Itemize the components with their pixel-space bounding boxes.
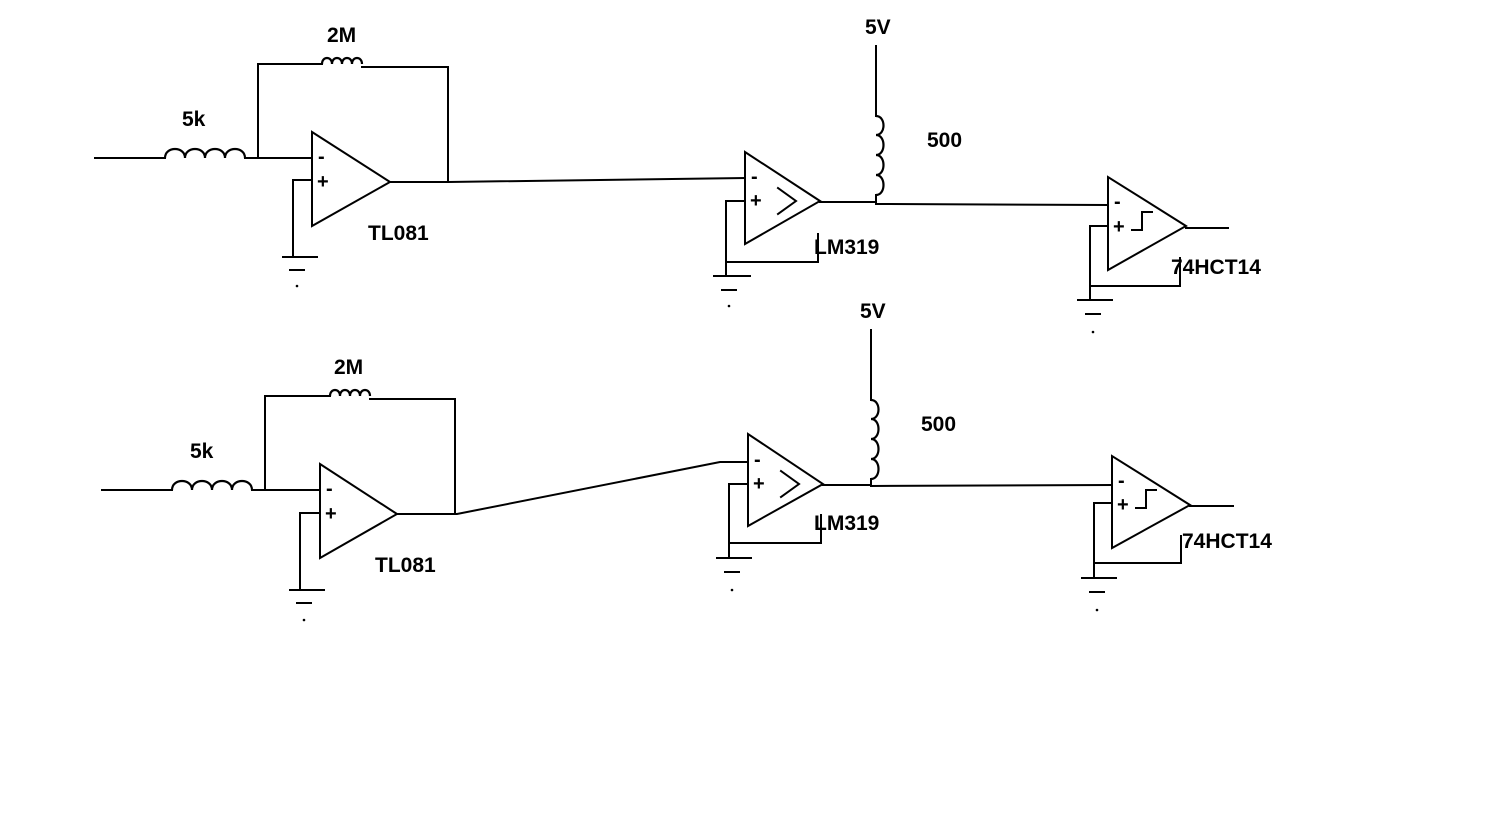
schmitt-label: 74HCT14 [1182,530,1272,553]
schmitt-plus-sign: + [1117,494,1129,516]
comparator-symbol [779,469,801,499]
lm319-comparator [747,432,825,528]
comparator-plus-sign: + [753,473,765,495]
schmitt-input-ground-wire [1093,502,1182,579]
comparator-label: LM319 [814,512,879,535]
comparator-ground-wire [728,483,749,559]
stage1-output-wire [389,176,747,183]
comparator-feedback-wire [728,514,822,544]
comparator-output-wire [822,478,1114,488]
ground-icon [713,275,751,308]
supply-label: 5V [860,300,886,323]
schmitt-plus-sign: + [1113,216,1125,238]
stage1-opamp-label: TL081 [375,554,436,577]
circuit-1: - + TL081 5k 2M - + LM319 5V 500 [94,16,1261,334]
input-resistor-5k [163,147,247,159]
opamp-plus-sign: + [325,503,337,525]
schmitt-trigger-74hct14 [1107,175,1188,272]
opamp-minus-sign: - [326,478,333,500]
comparator-plus-sign: + [750,190,762,212]
feedback-wire-right [369,398,456,515]
pullup-resistor-500 [875,114,885,197]
stage1-opamp-label: TL081 [368,222,429,245]
noninverting-ground-wire [292,179,313,258]
lm319-comparator [744,150,822,246]
opamp-minus-sign: - [318,146,325,168]
ground-icon [1081,577,1117,612]
comparator-label: LM319 [814,236,879,259]
noninverting-ground-wire [299,512,321,591]
comparator-symbol [776,186,798,216]
opamp-plus-sign: + [317,171,329,193]
comparator-ground-wire [725,200,746,277]
comparator-minus-sign: - [751,166,758,188]
feedback-resistor-2m [328,388,372,397]
comparator-output-wire [819,194,1110,207]
input-resistor-label: 5k [182,108,206,131]
ground-icon [289,589,325,622]
stage1-output-wire [396,461,749,515]
schmitt-label: 74HCT14 [1171,256,1261,279]
feedback-resistor-label: 2M [327,24,356,47]
comparator-minus-sign: - [754,449,761,471]
ground-icon [1077,299,1113,334]
ground-icon [716,557,752,592]
feedback-resistor-label: 2M [334,356,363,379]
circuit-2: - + TL081 5k 2M - + LM319 5V 500 - + [101,300,1272,622]
feedback-wire-right [361,66,449,183]
schmitt-minus-sign: - [1114,191,1121,213]
schmitt-input-ground-wire [1089,225,1181,301]
pullup-label: 500 [921,413,956,436]
hysteresis-symbol [1135,489,1157,509]
pullup-resistor-500 [870,398,880,481]
feedback-wire-left [264,395,331,491]
hysteresis-symbol [1131,211,1153,231]
feedback-wire-left [257,63,323,159]
comparator-feedback-wire [725,200,819,263]
tl081-opamp [319,462,399,560]
schmitt-minus-sign: - [1118,470,1125,492]
input-resistor-5k [170,479,254,491]
pullup-label: 500 [927,129,962,152]
supply-label: 5V [865,16,891,39]
feedback-resistor-2m [320,56,364,65]
input-resistor-label: 5k [190,440,214,463]
ground-icon [282,256,318,288]
